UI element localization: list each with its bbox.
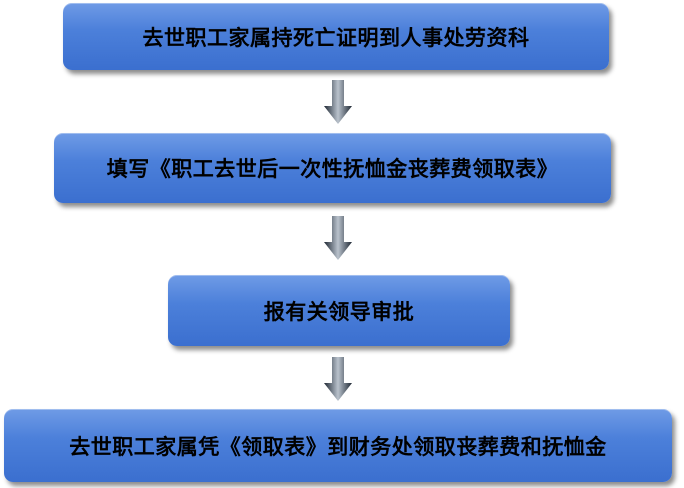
- step-label-4: 去世职工家属凭《领取表》到财务处领取丧葬费和抚恤金: [69, 433, 607, 459]
- step-label-2: 填写《职工去世后一次性抚恤金丧葬费领取表》: [106, 156, 559, 181]
- step-box-2: 填写《职工去世后一次性抚恤金丧葬费领取表》: [54, 133, 611, 203]
- step-label-1: 去世职工家属持死亡证明到人事处劳资科: [142, 24, 530, 50]
- step-box-1: 去世职工家属持死亡证明到人事处劳资科: [63, 3, 609, 70]
- down-arrow-icon: [324, 357, 352, 401]
- step-box-4: 去世职工家属凭《领取表》到财务处领取丧葬费和抚恤金: [4, 409, 672, 482]
- down-arrow-icon: [324, 80, 352, 124]
- down-arrow-icon: [324, 216, 352, 260]
- step-box-3: 报有关领导审批: [168, 275, 510, 346]
- step-label-3: 报有关领导审批: [263, 298, 415, 324]
